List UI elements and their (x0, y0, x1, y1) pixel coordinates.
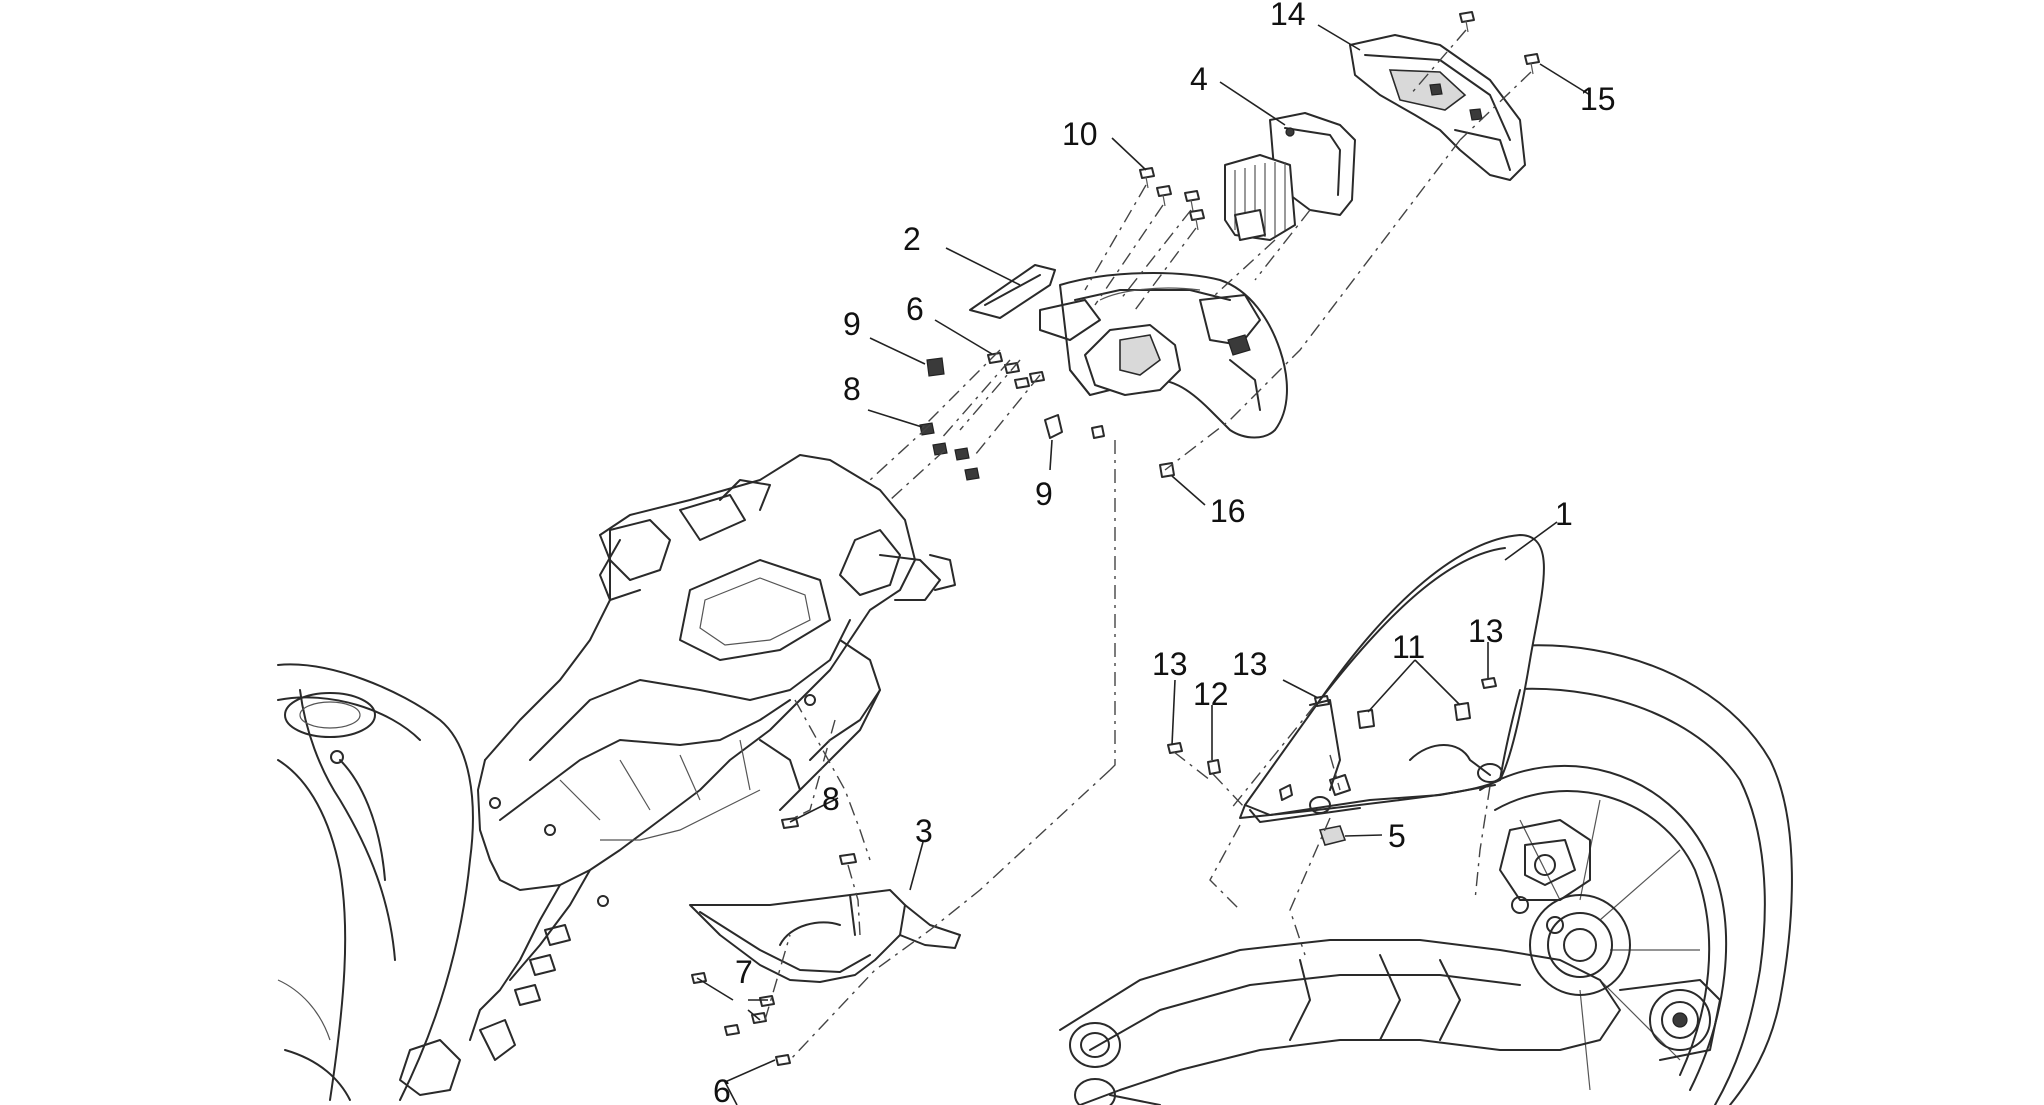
screw-icon (1004, 362, 1020, 374)
nut-icon (964, 467, 980, 481)
callout-7: 7 (735, 954, 753, 990)
part-9-clip-lower (1044, 414, 1063, 439)
rear-subframe-context (399, 454, 956, 1096)
part-3-lower-plate (689, 889, 961, 983)
screw-icon (1184, 190, 1200, 212)
screw-icon (751, 1012, 767, 1024)
part-12-spacer (1207, 759, 1221, 775)
callout-13-mid: 13 (1232, 646, 1268, 682)
callout-4: 4 (1190, 61, 1208, 97)
screw-icon (1029, 371, 1045, 383)
callout-8-upper: 8 (843, 371, 861, 407)
callout-9-lower: 9 (1035, 476, 1053, 512)
nut-icon (932, 442, 948, 456)
fuel-tank-body-context (277, 663, 474, 1101)
screw-icon (1481, 677, 1497, 689)
callout-2: 2 (903, 221, 921, 257)
screw-icon (1189, 209, 1205, 231)
screw-icon (1014, 377, 1030, 389)
callout-numbers: 1 2 3 4 5 6 6 7 8 8 9 9 10 11 12 13 13 1… (713, 0, 1616, 1105)
callout-13-left: 13 (1152, 646, 1188, 682)
screw-icon (1139, 167, 1155, 189)
callout-9-upper: 9 (843, 306, 861, 342)
nut-icon (839, 853, 857, 865)
part-9-clip (926, 357, 945, 377)
part-11-grommet (1454, 702, 1471, 721)
part-14-plate-holder (1349, 34, 1526, 181)
nut-icon (1091, 425, 1105, 439)
screw-icon (691, 972, 707, 984)
callout-11: 11 (1392, 629, 1425, 665)
screw-icon (1156, 185, 1172, 207)
callout-1: 1 (1555, 496, 1573, 532)
hardware-fasteners (691, 11, 1540, 1066)
callout-15: 15 (1580, 81, 1616, 117)
callout-14: 14 (1270, 0, 1306, 32)
screw-icon (724, 1024, 740, 1036)
callout-5: 5 (1388, 818, 1406, 854)
screw-icon (1524, 53, 1540, 75)
screw-icon (1459, 11, 1475, 33)
callout-3: 3 (915, 813, 933, 849)
callout-12: 12 (1193, 676, 1229, 712)
screw-icon (775, 1054, 791, 1066)
callout-8-lower: 8 (822, 781, 840, 817)
part-4-regulator-bracket (1224, 112, 1356, 241)
part-5-clip (1318, 825, 1347, 846)
leader-lines (696, 24, 1591, 1105)
callout-6-lower: 6 (713, 1073, 731, 1105)
assembly-guide-lines (764, 29, 1532, 1061)
callout-10: 10 (1062, 116, 1098, 152)
screw-icon (1167, 742, 1183, 754)
part-1-rear-hugger (1239, 534, 1545, 823)
screw-icon (759, 995, 775, 1007)
callout-13-right: 13 (1468, 613, 1504, 649)
nut-icon (954, 447, 970, 461)
nut-icon (919, 422, 935, 436)
callout-6-upper: 6 (906, 291, 924, 327)
screw-icon (1314, 695, 1330, 707)
part-11-grommet (1357, 709, 1375, 729)
swingarm-rear-wheel-context (1059, 644, 1793, 1105)
part-2-tail-housing (969, 264, 1288, 439)
callout-16: 16 (1210, 493, 1246, 529)
